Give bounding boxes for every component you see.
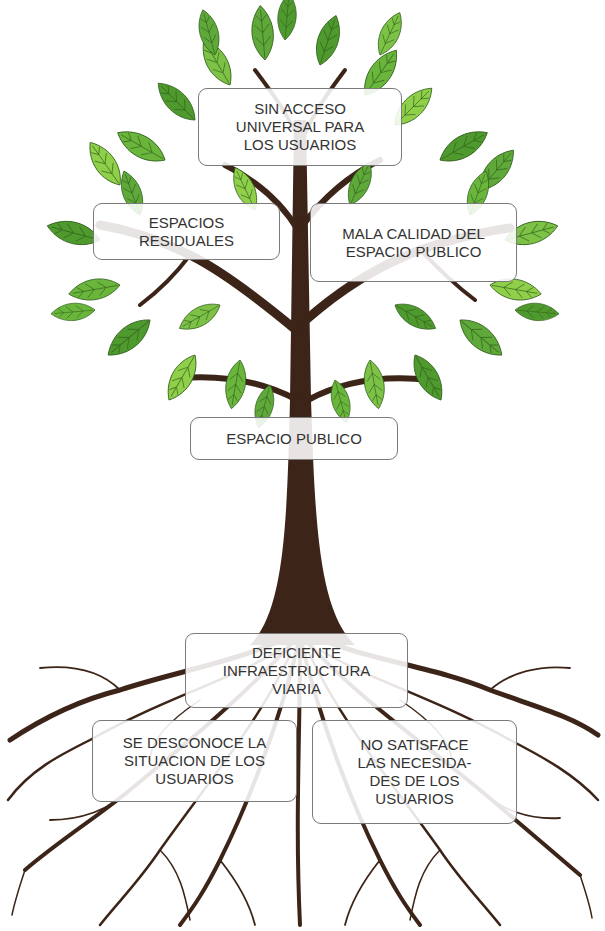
problem-box: NO SATISFACE LAS NECESIDA- DES DE LOS US…	[312, 720, 517, 824]
problem-box: SIN ACCESO UNIVERSAL PARA LOS USUARIOS	[198, 88, 402, 166]
box-text: ESPACIO PUBLICO	[199, 430, 389, 448]
problem-box: DEFICIENTE INFRAESTRUCTURA VIARIA	[185, 633, 408, 708]
problem-box: ESPACIO PUBLICO	[190, 417, 398, 460]
box-text: SE DESCONOCE LA SITUACION DE LOS USUARIO…	[115, 734, 275, 788]
box-text: ESPACIOS RESIDUALES	[112, 214, 262, 250]
box-text: MALA CALIDAD DEL ESPACIO PUBLICO	[329, 225, 499, 261]
problem-box: MALA CALIDAD DEL ESPACIO PUBLICO	[310, 203, 517, 282]
box-text: DEFICIENTE INFRAESTRUCTURA VIARIA	[197, 644, 397, 698]
problem-box: ESPACIOS RESIDUALES	[93, 203, 280, 260]
box-text: NO SATISFACE LAS NECESIDA- DES DE LOS US…	[350, 736, 480, 808]
problem-box: SE DESCONOCE LA SITUACION DE LOS USUARIO…	[92, 720, 297, 802]
box-text: SIN ACCESO UNIVERSAL PARA LOS USUARIOS	[225, 100, 375, 154]
